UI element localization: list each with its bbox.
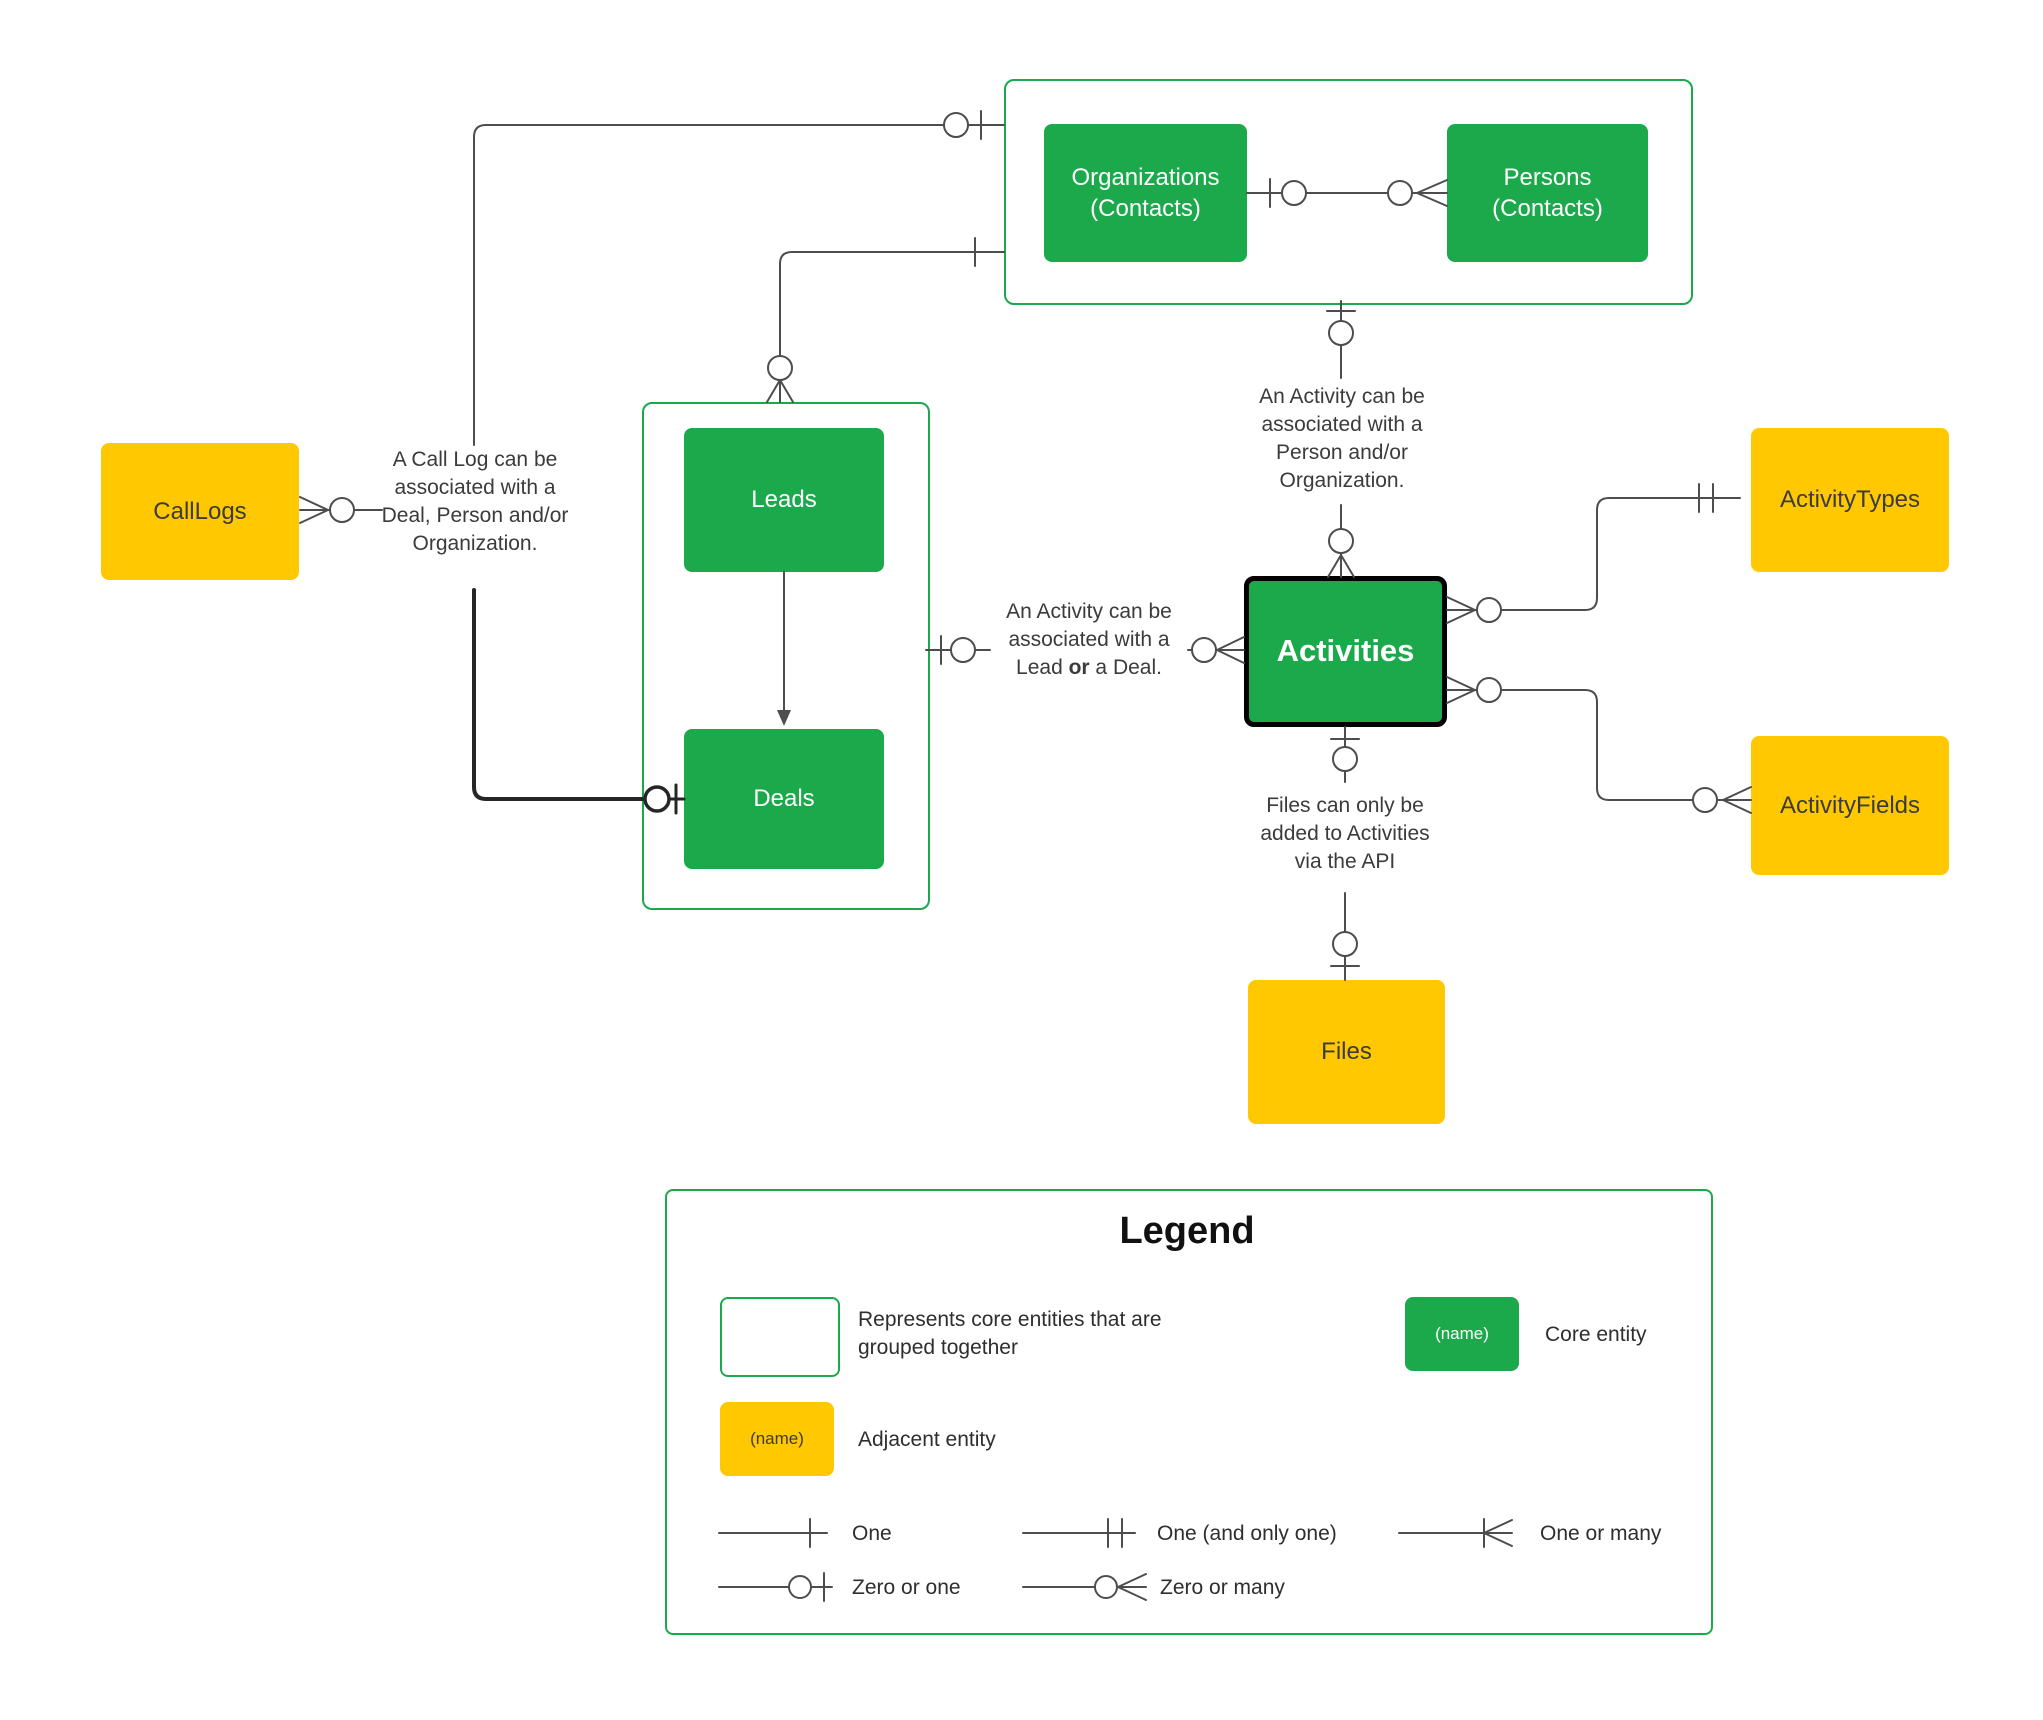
- entity-organizations[interactable]: Organizations (Contacts): [1044, 124, 1247, 262]
- entity-leads-label: Leads: [751, 486, 817, 514]
- legend-label-one-and-only-one: One (and only one): [1157, 1522, 1337, 1545]
- note-files-api-only: Files can only be added to Activities vi…: [1260, 794, 1430, 874]
- entity-calllogs-label: CallLogs: [153, 497, 247, 525]
- legend-core-entity-label: Core entity: [1545, 1323, 1647, 1346]
- entity-organizations-label-line2: (Contacts): [1090, 195, 1201, 222]
- entity-activitytypes-label: ActivityTypes: [1779, 486, 1921, 514]
- legend-label-zero-or-many: Zero or many: [1160, 1576, 1285, 1599]
- entity-deals[interactable]: Deals: [684, 729, 884, 869]
- connector-calllogs-stub: [299, 496, 383, 524]
- entity-leads[interactable]: Leads: [684, 428, 884, 572]
- connector-leadsdeals-to-contacts-group: [766, 237, 1005, 403]
- entity-activities[interactable]: Activities: [1244, 576, 1447, 727]
- note-activity-lead-or-deal: An Activity can be associated with a Lea…: [1003, 598, 1175, 682]
- note-activity-lead-or-deal-pre: An Activity can be associated with a Lea…: [1006, 600, 1172, 680]
- entity-files-label: Files: [1321, 1038, 1372, 1066]
- legend-title: Legend: [1119, 1210, 1255, 1252]
- legend-label-one: One: [852, 1522, 892, 1545]
- entity-activityfields[interactable]: ActivityFields: [1751, 736, 1949, 875]
- legend-sample-core-entity-text: (name): [1435, 1324, 1489, 1343]
- legend-sample-adjacent-entity: (name): [720, 1402, 834, 1476]
- connector-activities-to-activityfields: [1446, 676, 1752, 814]
- entity-activitytypes[interactable]: ActivityTypes: [1751, 428, 1949, 572]
- entity-persons-label-line1: Persons: [1503, 163, 1592, 191]
- entity-files[interactable]: Files: [1248, 980, 1445, 1124]
- entity-activityfields-label: ActivityFields: [1779, 791, 1921, 819]
- legend-label-zero-or-one: Zero or one: [852, 1576, 961, 1599]
- entity-calllogs[interactable]: CallLogs: [101, 443, 299, 580]
- legend-container: [665, 1189, 1713, 1635]
- legend-sample-group-box: [720, 1297, 840, 1377]
- note-activity-person-organization: An Activity can be associated with a Per…: [1259, 385, 1425, 493]
- note-activity-lead-or-deal-post: a Deal.: [1089, 656, 1162, 680]
- note-calllog-associations: A Call Log can be associated with a Deal…: [381, 448, 569, 556]
- entity-persons-label-line2: (Contacts): [1492, 195, 1603, 222]
- connector-activities-to-activitytypes: [1446, 483, 1741, 624]
- entity-persons[interactable]: Persons (Contacts): [1447, 124, 1648, 262]
- connector-calllogs-to-contacts-group: [473, 110, 1005, 446]
- note-activity-lead-or-deal-bold: or: [1068, 656, 1090, 680]
- legend-sample-core-entity: (name): [1405, 1297, 1519, 1371]
- entity-organizations-label-line1: Organizations: [1071, 163, 1220, 191]
- legend-label-one-or-many: One or many: [1540, 1522, 1662, 1545]
- entity-deals-label: Deals: [753, 785, 815, 813]
- legend-group-box-label: Represents core entities that are groupe…: [858, 1308, 1162, 1360]
- legend-adjacent-entity-label: Adjacent entity: [858, 1428, 996, 1451]
- legend-sample-adjacent-entity-text: (name): [750, 1429, 804, 1448]
- entity-activities-label: Activities: [1276, 633, 1415, 669]
